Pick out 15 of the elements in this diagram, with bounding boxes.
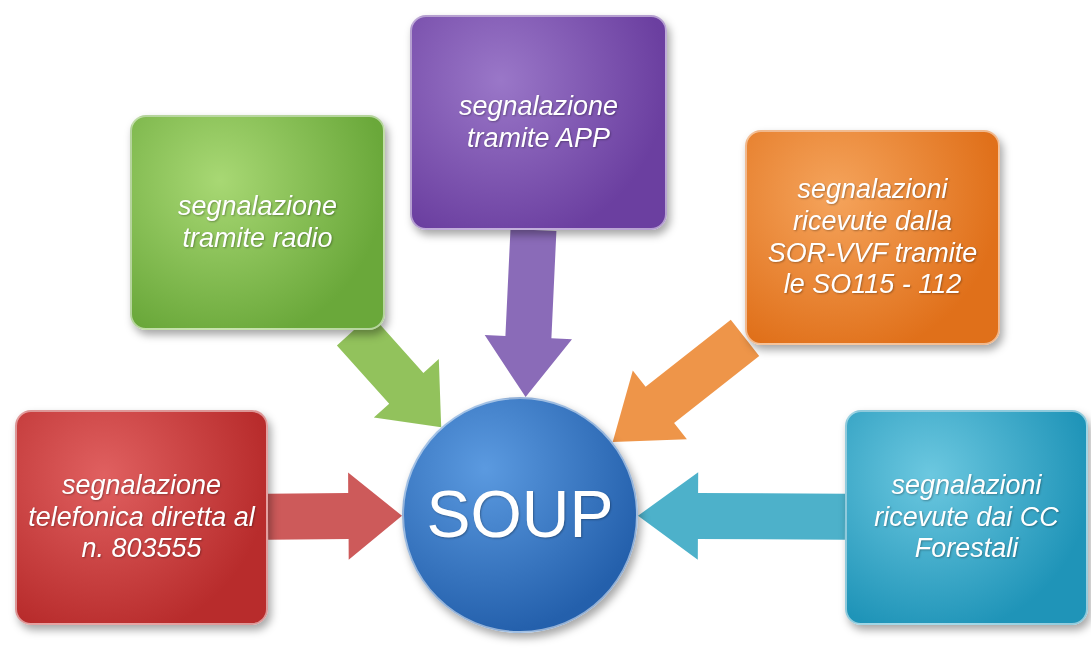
source-label: segnalazione telefonica diretta al n. 803555	[27, 469, 256, 566]
block-arrow	[484, 228, 572, 398]
source-label: segnalazione tramite radio	[176, 190, 339, 255]
source-box	[745, 130, 1000, 345]
source-label: segnalazioni ricevute dalla SOR-VVF tramite le SO115 - 112	[766, 173, 979, 302]
source-box	[845, 410, 1088, 625]
hub-label: SOUP	[426, 476, 614, 554]
source-label: segnalazione tramite APP	[457, 90, 620, 155]
block-arrow	[267, 472, 402, 560]
block-arrow	[612, 319, 760, 442]
source-box	[130, 115, 385, 330]
source-label: segnalazioni ricevute dai CC Forestali	[873, 469, 1060, 566]
block-arrow	[638, 472, 846, 560]
source-box	[410, 15, 667, 230]
source-box	[15, 410, 268, 625]
